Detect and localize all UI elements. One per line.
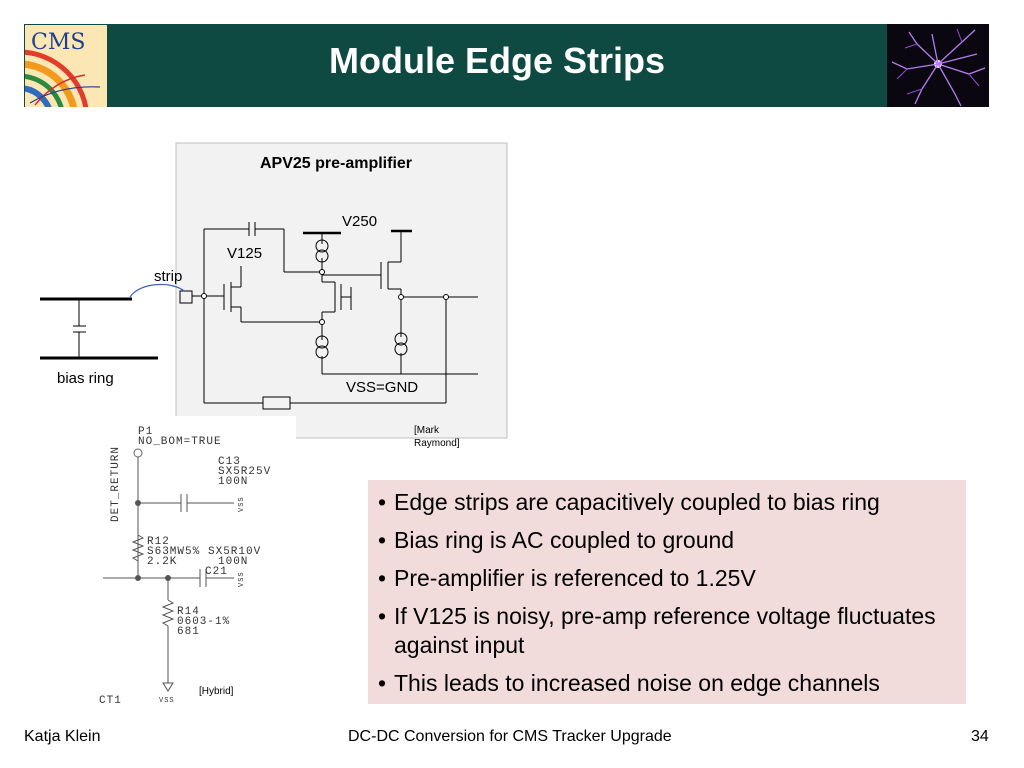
plasma-image	[887, 24, 989, 107]
c13-part: SX5R25V	[218, 466, 271, 478]
bullet-marker: •	[378, 489, 387, 515]
bullet-box: • Edge strips are capacitively coupled to…	[368, 480, 966, 704]
r14-label: R14	[177, 606, 200, 618]
c21-label: C21	[205, 566, 228, 578]
no-bom-label: NO_BOM=TRUE	[138, 436, 222, 448]
r12-part: S63MW5%	[147, 546, 200, 558]
circuit-wiring	[40, 222, 478, 410]
p1-label: P1	[138, 426, 153, 438]
bullet-marker: •	[378, 670, 387, 696]
hybrid-wiring	[103, 457, 234, 692]
bullet-item: • Bias ring is AC coupled to ground	[378, 526, 956, 555]
bullet-marker: •	[378, 527, 387, 553]
bullet-text: Pre-amplifier is referenced to 1.25V	[394, 565, 756, 591]
bullet-marker: •	[378, 603, 387, 629]
vss-gnd-label: VSS=GND	[346, 379, 418, 396]
footer-author: Katja Klein	[24, 728, 101, 745]
bias-ring-label: bias ring	[57, 370, 114, 387]
slide-title: Module Edge Strips	[328, 40, 666, 81]
bullet-text: If V125 is noisy, pre-amp reference volt…	[394, 603, 936, 658]
credit-mark: [Mark	[414, 425, 440, 436]
bullet-text: Edge strips are capacitively coupled to …	[394, 489, 880, 515]
strip-bond-wire	[129, 283, 185, 298]
page-number: 34	[971, 728, 989, 745]
strip-label: strip	[154, 268, 182, 285]
bullet-text: Bias ring is AC coupled to ground	[394, 527, 735, 553]
cms-logo-graphic	[25, 25, 107, 107]
bullet-item: • If V125 is noisy, pre-amp reference vol…	[378, 602, 956, 660]
credit-raymond: Raymond]	[414, 438, 460, 449]
plasma-graphic	[887, 24, 989, 107]
r14-part: 0603-1%	[177, 616, 230, 628]
bullet-text: This leads to increased noise on edge ch…	[394, 670, 880, 696]
vss-label-ground: VSS	[159, 697, 175, 705]
r14-value: 681	[177, 626, 200, 638]
ct1-label: CT1	[99, 695, 122, 707]
bullet-marker: •	[378, 565, 387, 591]
vss-label-c21: VSS	[238, 571, 246, 587]
c13-label: C13	[218, 456, 241, 468]
hybrid-credit: [Hybrid]	[199, 686, 234, 697]
c21-value: 100N	[218, 556, 248, 568]
cms-logo-text: CMS	[31, 30, 86, 55]
c21-part: SX5R10V	[208, 546, 261, 558]
vss-label-c13: VSS	[238, 496, 246, 512]
det-return-label: DET_RETURN	[110, 446, 122, 522]
hybrid-panel	[97, 416, 296, 708]
bullet-item: • This leads to increased noise on edge c…	[378, 669, 956, 698]
title-bar	[24, 24, 989, 107]
footer-talk-title: DC-DC Conversion for CMS Tracker Upgrade	[348, 728, 672, 745]
v125-label: V125	[227, 245, 262, 262]
r12-value: 2.2K	[147, 556, 177, 568]
bullet-item: • Pre-amplifier is referenced to 1.25V	[378, 564, 956, 593]
v250-label: V250	[342, 213, 377, 230]
figure-title: APV25 pre-amplifier	[260, 155, 412, 172]
r12-label: R12	[147, 536, 170, 548]
bullet-item: • Edge strips are capacitively coupled to…	[378, 488, 956, 517]
cms-logo: CMS	[25, 25, 107, 107]
c13-value: 100N	[218, 476, 248, 488]
